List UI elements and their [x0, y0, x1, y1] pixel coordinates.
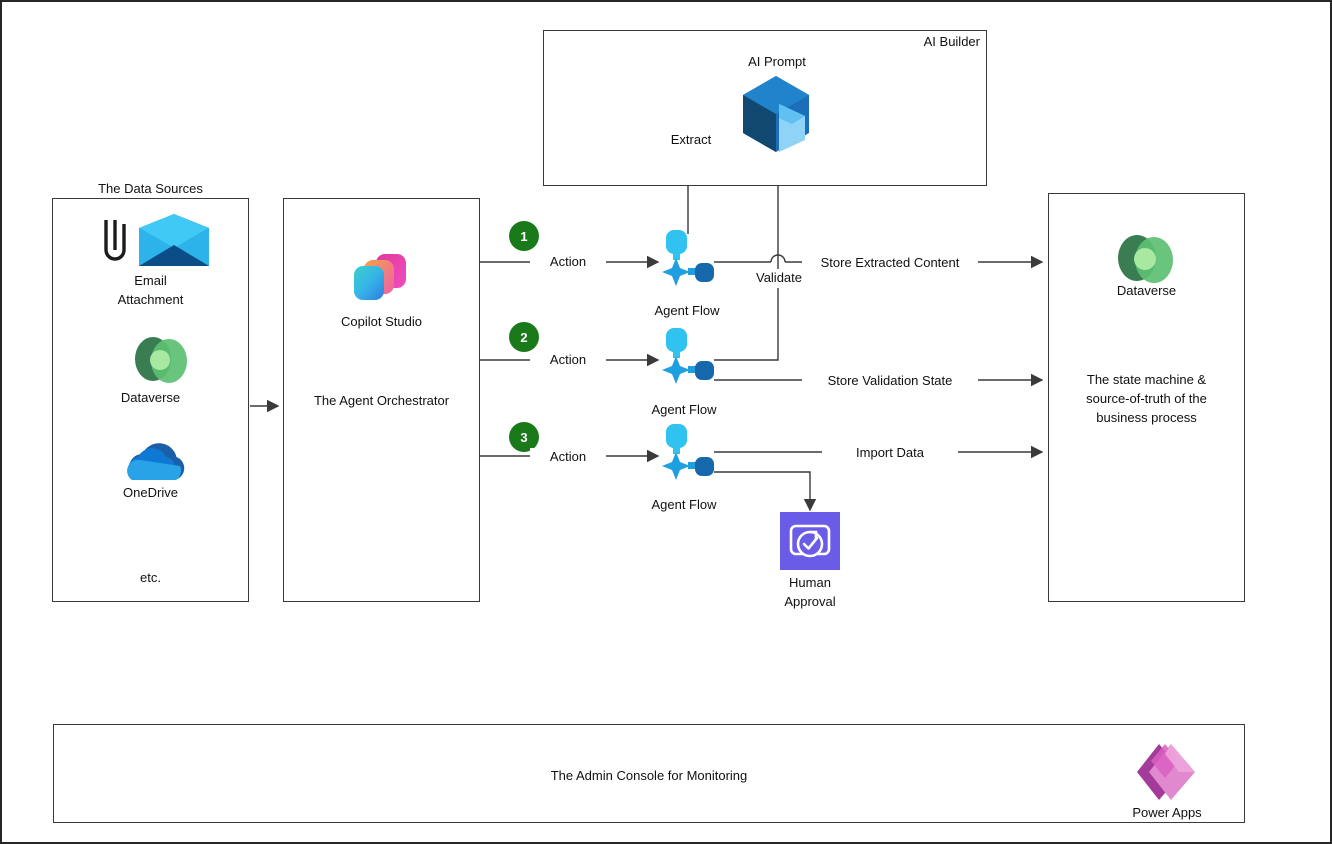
power-apps-icon: [1135, 742, 1199, 802]
step-badge-1: 1: [509, 221, 539, 251]
agent-flow-label-3: Agent Flow: [651, 497, 717, 512]
copilot-studio-icon: [350, 250, 410, 306]
agent-flow-icon-1: [658, 230, 714, 286]
data-source-label-1-line1: Dataverse: [120, 390, 181, 405]
agent-orchestrator-caption: The Agent Orchestrator: [313, 393, 450, 408]
data-source-label-3-line1: etc.: [140, 570, 161, 585]
ai-prompt-label: AI Prompt: [748, 54, 806, 69]
validate-label: Validate: [740, 269, 818, 288]
dataverse-caption-line1: The state machine &: [1086, 372, 1207, 387]
step-badge-3: 3: [509, 422, 539, 452]
dataverse-caption-line3: business process: [1096, 410, 1197, 425]
dataverse-store-label: Dataverse: [1116, 283, 1177, 298]
data-sources-title: The Data Sources: [98, 181, 203, 196]
dataverse-store-icon: [1115, 232, 1177, 288]
ai-builder-title: AI Builder: [923, 34, 980, 49]
import-data-label: Import Data: [822, 444, 958, 463]
data-source-label-0-line1: Email: [134, 273, 167, 288]
human-approval-label-line2: Approval: [784, 594, 836, 609]
step-badge-2: 2: [509, 322, 539, 352]
email-attachment-icon: [94, 214, 209, 272]
store-extracted-content-label: Store Extracted Content: [802, 254, 978, 273]
dataverse-caption-line2: source-of-truth of the: [1086, 391, 1207, 406]
action-label-1: Action: [530, 253, 606, 272]
copilot-studio-label: Copilot Studio: [341, 314, 422, 329]
action-label-3: Action: [530, 448, 606, 467]
agent-flow-icon-3: [658, 424, 714, 480]
agent-flow-label-1: Agent Flow: [654, 303, 720, 318]
extract-label: Extract: [652, 131, 730, 150]
data-source-label-2-line1: OneDrive: [123, 485, 178, 500]
ai-prompt-icon: [739, 74, 813, 154]
human-approval-label-line1: Human: [789, 575, 831, 590]
admin-console-box: [53, 724, 1245, 823]
dataverse-icon: [133, 335, 189, 387]
agent-flow-icon-2: [658, 328, 714, 384]
onedrive-icon: [126, 438, 194, 484]
power-apps-label: Power Apps: [1132, 805, 1202, 820]
data-source-label-0-line2: Attachment: [117, 292, 184, 307]
admin-console-caption: The Admin Console for Monitoring: [550, 768, 748, 783]
human-approval-icon: [780, 512, 840, 570]
store-validation-state-label: Store Validation State: [802, 372, 978, 391]
action-label-2: Action: [530, 351, 606, 370]
agent-flow-label-2: Agent Flow: [651, 402, 717, 417]
